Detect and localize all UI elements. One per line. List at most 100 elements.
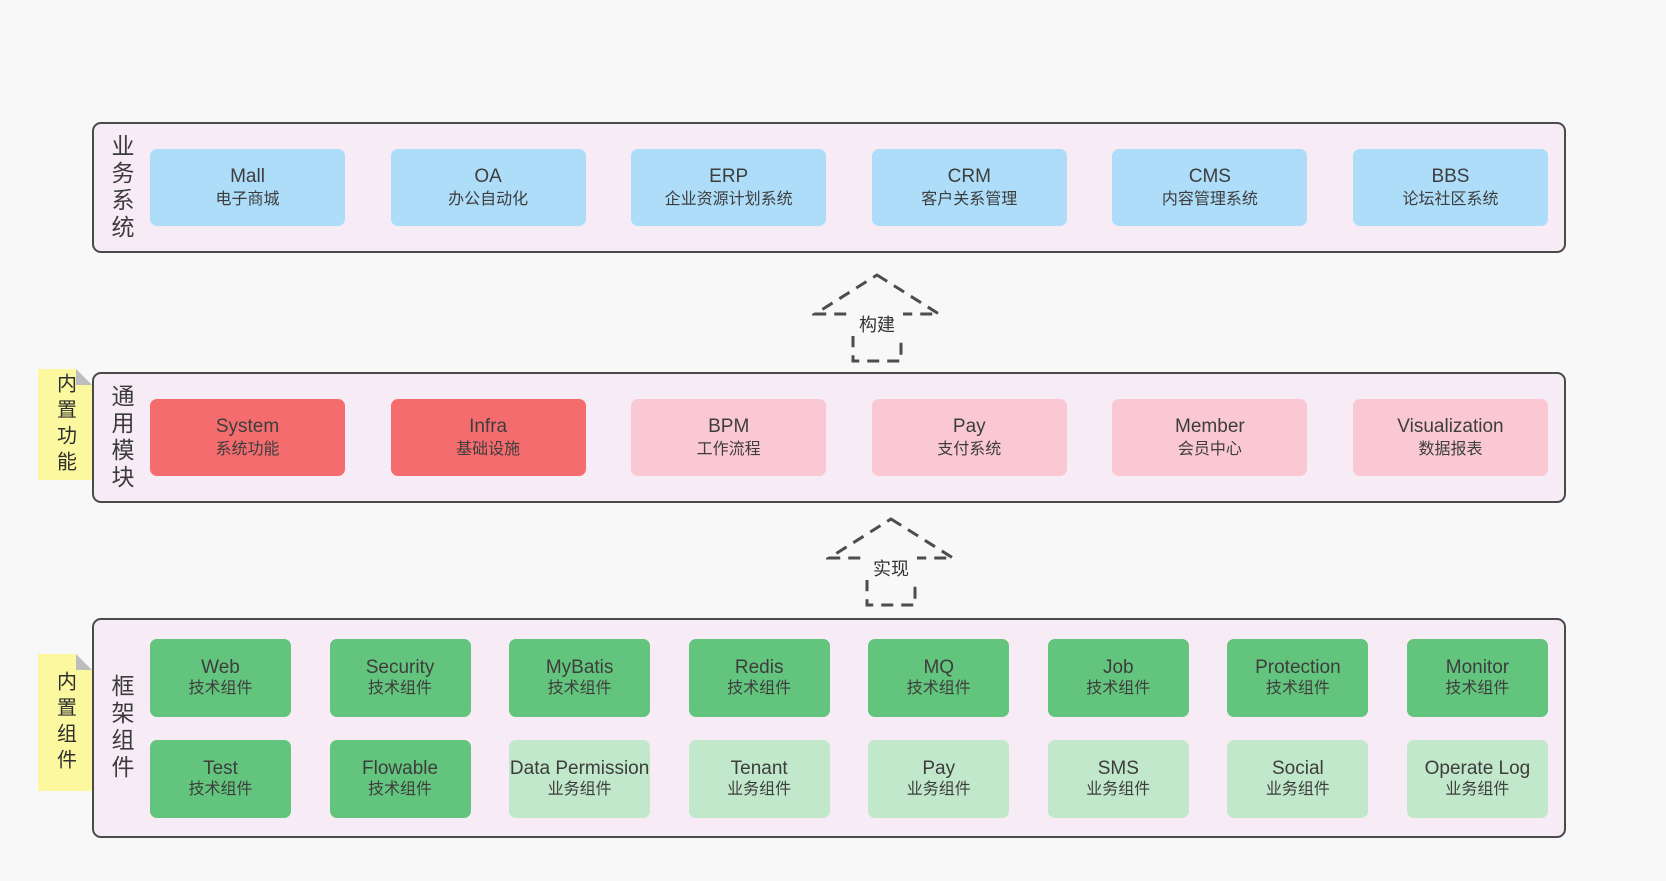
- box-member: Member 会员中心: [1112, 399, 1308, 476]
- box-system: System 系统功能: [150, 399, 345, 476]
- box-subtitle: 内容管理系统: [1161, 191, 1258, 209]
- box-subtitle: 支付系统: [937, 441, 1002, 459]
- arrow-build-label: 构建: [859, 315, 895, 335]
- box-mybatis: MyBatis 技术组件: [509, 638, 651, 717]
- box-data-permission: Data Permission 业务组件: [509, 739, 651, 818]
- box-subtitle: 系统功能: [215, 441, 280, 459]
- box-subtitle: 业务组件: [547, 781, 612, 799]
- box-subtitle: 技术组件: [188, 680, 253, 698]
- box-title: MQ: [923, 657, 955, 679]
- box-title: Member: [1175, 416, 1245, 438]
- box-crm: CRM 客户关系管理: [871, 149, 1067, 226]
- box-monitor: Monitor 技术组件: [1406, 638, 1548, 717]
- box-title: MyBatis: [545, 657, 614, 679]
- box-redis: Redis 技术组件: [688, 638, 830, 717]
- box-title: Monitor: [1445, 657, 1510, 679]
- box-visualization: Visualization 数据报表: [1352, 399, 1548, 476]
- box-pay-business: Pay 业务组件: [868, 739, 1010, 818]
- box-bbs: BBS 论坛社区系统: [1352, 149, 1548, 226]
- arrow-implement-icon: 实现: [826, 517, 956, 607]
- box-subtitle: 技术组件: [547, 680, 612, 698]
- box-job: Job 技术组件: [1047, 638, 1189, 717]
- box-operate-log: Operate Log 业务组件: [1406, 739, 1548, 818]
- box-title: Protection: [1255, 657, 1341, 679]
- box-mq: MQ 技术组件: [868, 638, 1010, 717]
- box-title: System: [215, 416, 280, 438]
- box-title: Job: [1102, 657, 1134, 679]
- box-oa: OA 办公自动化: [390, 149, 586, 226]
- box-subtitle: 技术组件: [188, 781, 253, 799]
- band-components-content: Web 技术组件 Security 技术组件 MyBatis 技术组件 Redi…: [148, 620, 1564, 836]
- box-title: BPM: [708, 416, 750, 438]
- arrow-build-icon: 构建: [812, 273, 942, 363]
- box-erp: ERP 企业资源计划系统: [631, 149, 827, 226]
- box-test: Test 技术组件: [150, 739, 291, 818]
- arrow-build-label-bg: [851, 312, 903, 336]
- note-built-in-features-text: 内置功能: [53, 372, 76, 477]
- box-subtitle: 技术组件: [368, 781, 433, 799]
- box-protection: Protection 技术组件: [1227, 638, 1369, 717]
- box-title: Pay: [952, 416, 986, 438]
- box-title: Web: [201, 657, 240, 679]
- box-subtitle: 工作流程: [696, 441, 761, 459]
- box-subtitle: 客户关系管理: [921, 191, 1018, 209]
- box-cms: CMS 内容管理系统: [1112, 149, 1308, 226]
- box-mall: Mall 电子商城: [150, 149, 345, 226]
- components-row-2: Test 技术组件 Flowable 技术组件 Data Permission …: [150, 739, 1548, 818]
- box-subtitle: 办公自动化: [448, 191, 529, 209]
- box-title: CRM: [947, 166, 991, 188]
- band-label-business-text: 业务系统: [108, 133, 134, 242]
- box-subtitle: 业务组件: [1445, 781, 1510, 799]
- box-subtitle: 技术组件: [1445, 680, 1510, 698]
- box-subtitle: 数据报表: [1418, 441, 1483, 459]
- box-subtitle: 企业资源计划系统: [664, 191, 793, 209]
- box-social: Social 业务组件: [1227, 739, 1369, 818]
- box-subtitle: 业务组件: [1265, 781, 1330, 799]
- box-title: Infra: [469, 416, 508, 438]
- box-subtitle: 技术组件: [727, 680, 792, 698]
- box-security: Security 技术组件: [329, 638, 471, 717]
- box-subtitle: 电子商城: [215, 191, 280, 209]
- note-built-in-features: 内置功能: [38, 369, 92, 480]
- band-label-modules-text: 通用模块: [108, 383, 134, 492]
- band-business-systems: 业务系统 Mall 电子商城 OA 办公自动化 ERP 企业资源计划系统 CRM…: [92, 122, 1566, 253]
- band-label-business: 业务系统: [94, 124, 148, 251]
- box-infra: Infra 基础设施: [390, 399, 586, 476]
- box-title: Security: [365, 657, 435, 679]
- band-label-components: 框架组件: [94, 620, 148, 836]
- box-title: Social: [1272, 758, 1324, 780]
- box-tenant: Tenant 业务组件: [688, 739, 830, 818]
- components-row-1: Web 技术组件 Security 技术组件 MyBatis 技术组件 Redi…: [150, 638, 1548, 717]
- box-title: Data Permission: [509, 758, 650, 780]
- box-title: Pay: [922, 758, 956, 780]
- box-title: SMS: [1097, 758, 1139, 780]
- box-title: Flowable: [362, 758, 439, 780]
- band-modules-content: System 系统功能 Infra 基础设施 BPM 工作流程 Pay 支付系统…: [148, 374, 1564, 501]
- arrow-implement-label: 实现: [873, 559, 909, 579]
- note-built-in-components: 内置组件: [38, 654, 92, 791]
- box-subtitle: 技术组件: [906, 680, 971, 698]
- box-title: Visualization: [1397, 416, 1504, 438]
- box-subtitle: 基础设施: [456, 441, 521, 459]
- box-subtitle: 业务组件: [906, 781, 971, 799]
- box-title: Redis: [734, 657, 784, 679]
- box-title: Mall: [230, 166, 265, 188]
- note-built-in-components-text: 内置组件: [53, 670, 76, 775]
- box-subtitle: 业务组件: [1086, 781, 1151, 799]
- box-subtitle: 技术组件: [1265, 680, 1330, 698]
- box-title: Tenant: [730, 758, 788, 780]
- box-title: Operate Log: [1424, 758, 1531, 780]
- box-bpm: BPM 工作流程: [631, 399, 827, 476]
- band-framework-components: 框架组件 Web 技术组件 Security 技术组件 MyBatis 技术组件…: [92, 618, 1566, 838]
- box-title: CMS: [1188, 166, 1231, 188]
- box-sms: SMS 业务组件: [1047, 739, 1189, 818]
- box-web: Web 技术组件: [150, 638, 291, 717]
- box-title: OA: [474, 166, 502, 188]
- box-flowable: Flowable 技术组件: [329, 739, 471, 818]
- band-label-modules: 通用模块: [94, 374, 148, 501]
- band-common-modules: 通用模块 System 系统功能 Infra 基础设施 BPM 工作流程 Pay…: [92, 372, 1566, 503]
- box-pay: Pay 支付系统: [871, 399, 1067, 476]
- band-label-components-text: 框架组件: [108, 674, 134, 782]
- box-title: ERP: [709, 166, 749, 188]
